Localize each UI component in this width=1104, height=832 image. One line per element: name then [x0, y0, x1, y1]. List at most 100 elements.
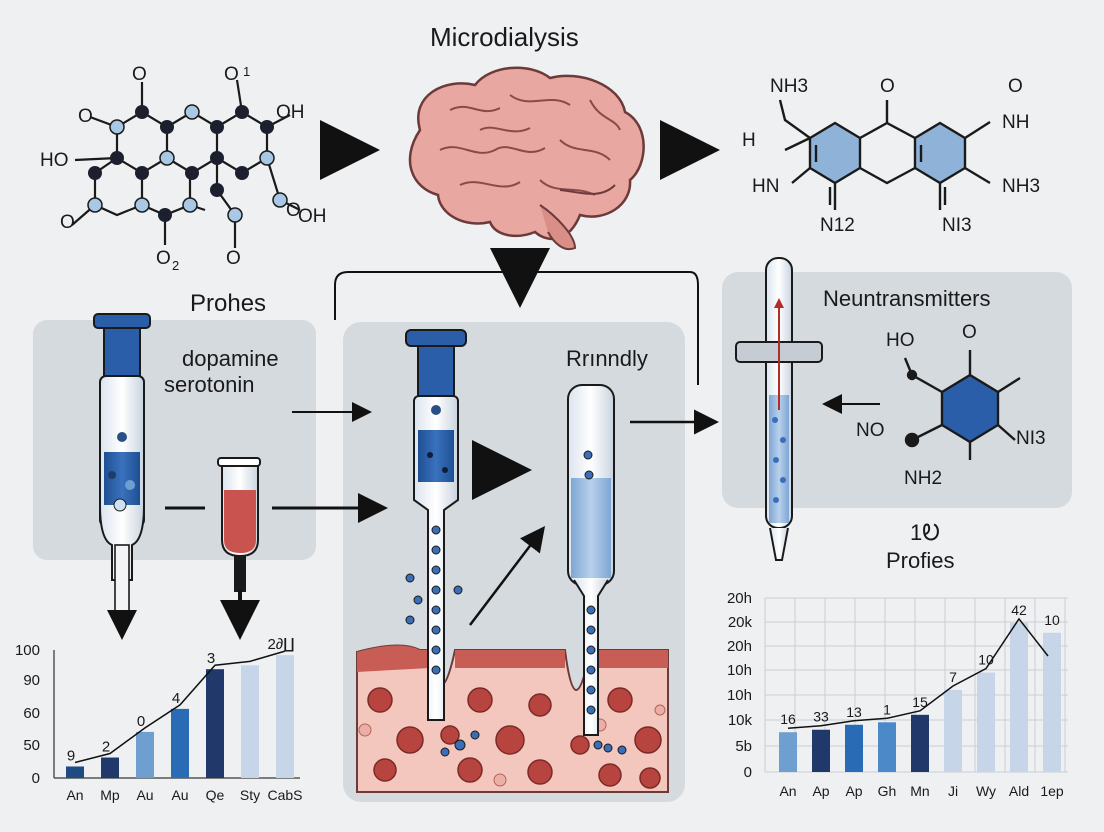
small-molecule	[903, 350, 1021, 460]
chart-right-xtick: Ap	[845, 783, 862, 799]
chart-left-bar	[101, 757, 119, 778]
chart-left-ytick: 90	[23, 672, 40, 689]
chart-right-ytick: 20h	[727, 638, 752, 655]
chart-right-bar	[878, 722, 896, 772]
chart-left-xtick: An	[66, 787, 83, 803]
mol-left-atom: O	[226, 248, 241, 269]
chart-left-data-label: 0	[137, 713, 145, 730]
analyte-serotonin: serotonin	[164, 372, 255, 397]
chart-right-trend-line	[787, 617, 1049, 729]
chart-left-data-label: 3	[207, 650, 215, 667]
chart-left-xtick: Sty	[240, 787, 260, 803]
chart-right-ytick: 5b	[735, 738, 752, 755]
chart-right-data-label: 10	[978, 652, 994, 668]
brain-illustration	[408, 66, 645, 251]
chart-right-bar	[911, 714, 929, 772]
chart-left-bar	[171, 708, 189, 778]
chart-left-data-label: 9	[67, 747, 75, 764]
chart-left-ytick: 50	[23, 737, 40, 754]
chart-right-xtick: Wy	[976, 783, 996, 799]
neurotransmitters-label: Neuntransmitters	[823, 286, 991, 311]
mol-right-atom: N12	[820, 215, 855, 236]
chart-left-bar	[206, 669, 224, 778]
chart-right-bar	[845, 724, 863, 772]
chart-left-xtick: Au	[171, 787, 188, 803]
collection-tube	[567, 384, 627, 755]
chart-right-data-label: 33	[813, 709, 829, 725]
chart-left-bar	[136, 731, 154, 778]
chart-right-bar	[1043, 632, 1061, 772]
arrow-tissue-up	[469, 526, 546, 626]
chart-right-ytick: 10k	[728, 712, 753, 729]
right-molecule	[778, 99, 991, 210]
right-panel	[722, 272, 1072, 508]
center-label: Rrınndly	[566, 346, 648, 371]
profiles-label: Profies	[886, 548, 955, 573]
mol-right-atom: NH3	[770, 76, 809, 97]
mol-right-atom: H	[742, 130, 756, 151]
chart-left-ytick: 100	[15, 642, 40, 659]
chart-right-data-label: 1	[883, 701, 891, 717]
chart-right-ytick: 20k	[728, 614, 753, 631]
mol-small-atom: NI3	[1016, 428, 1046, 449]
chart-right-data-label: 13	[846, 704, 862, 720]
sample-vial	[217, 457, 261, 592]
mol-right-atom: NH	[1002, 112, 1030, 133]
mol-left-atom: O	[286, 200, 301, 221]
mol-small-atom: NO	[856, 420, 885, 441]
neuro-tube	[735, 257, 823, 561]
chart-left-trend-line	[74, 650, 286, 764]
mol-left-atom: O	[156, 248, 171, 269]
chart-left-ytick: 60	[23, 705, 40, 722]
profiles-number: 1Ꭷ	[910, 520, 940, 545]
mol-left-atom: O	[132, 64, 147, 85]
mol-left-atom: O	[60, 212, 75, 233]
chart-left-data-label: 4	[172, 690, 180, 707]
mol-right-atom: HN	[752, 176, 780, 197]
chart-right-bar	[1010, 622, 1028, 772]
chart-right-ytick: 10h	[727, 662, 752, 679]
mol-left-atom: OH	[298, 206, 327, 227]
center-probe	[405, 329, 480, 757]
chart-left-bar	[66, 766, 84, 778]
mol-left-atom: OH	[276, 102, 305, 123]
chart-right-data-label: 42	[1011, 602, 1027, 618]
analyte-dopamine: dopamine	[182, 346, 279, 371]
chart-right-ytick: 20h	[727, 590, 752, 607]
chart-right-data-label: 16	[780, 711, 796, 727]
chart-right-xtick: Ji	[948, 783, 958, 799]
chart-right-bar	[812, 729, 830, 772]
chart-left-xtick: Qe	[206, 787, 225, 803]
chart-right-xtick: Mn	[910, 783, 929, 799]
mol-right-atom: NH3	[1002, 176, 1041, 197]
chart-right-data-label: 7	[949, 669, 957, 685]
chart-left-xtick: Mp	[100, 787, 120, 803]
left-molecule-atoms	[87, 104, 288, 223]
diagram-title: Microdialysis	[430, 22, 579, 52]
chart-right-bar	[779, 732, 797, 772]
chart-right-ytick: 0	[744, 764, 752, 781]
chart-right-xtick: 1ep	[1040, 783, 1064, 799]
chart-right-bar	[977, 672, 995, 772]
chart-left-xtick: CabS	[267, 787, 302, 803]
mol-left-atom: HO	[40, 150, 69, 171]
chart-right-data-label: 10	[1044, 612, 1060, 628]
chart-left-bar	[241, 665, 259, 778]
chart-left-data-label: 2∂∐	[267, 636, 294, 653]
chart-right-xtick: An	[779, 783, 796, 799]
chart-right-data-label: 15	[912, 694, 928, 710]
mol-small-atom: O	[962, 322, 977, 343]
chart-left-ytick: 0	[32, 770, 40, 787]
mol-small-atom: NH2	[904, 468, 943, 489]
chart-right-bar	[944, 689, 962, 772]
mol-left-atom: O	[78, 106, 93, 127]
probes-label: Prohes	[190, 290, 267, 317]
mol-right-atom: O	[1008, 76, 1023, 97]
mol-left-subscript: 2	[172, 258, 180, 273]
chart-right-xtick: Ald	[1009, 783, 1029, 799]
connector-bracket	[334, 271, 699, 385]
left-syringe	[93, 313, 151, 622]
mol-small-atom: HO	[886, 330, 915, 351]
